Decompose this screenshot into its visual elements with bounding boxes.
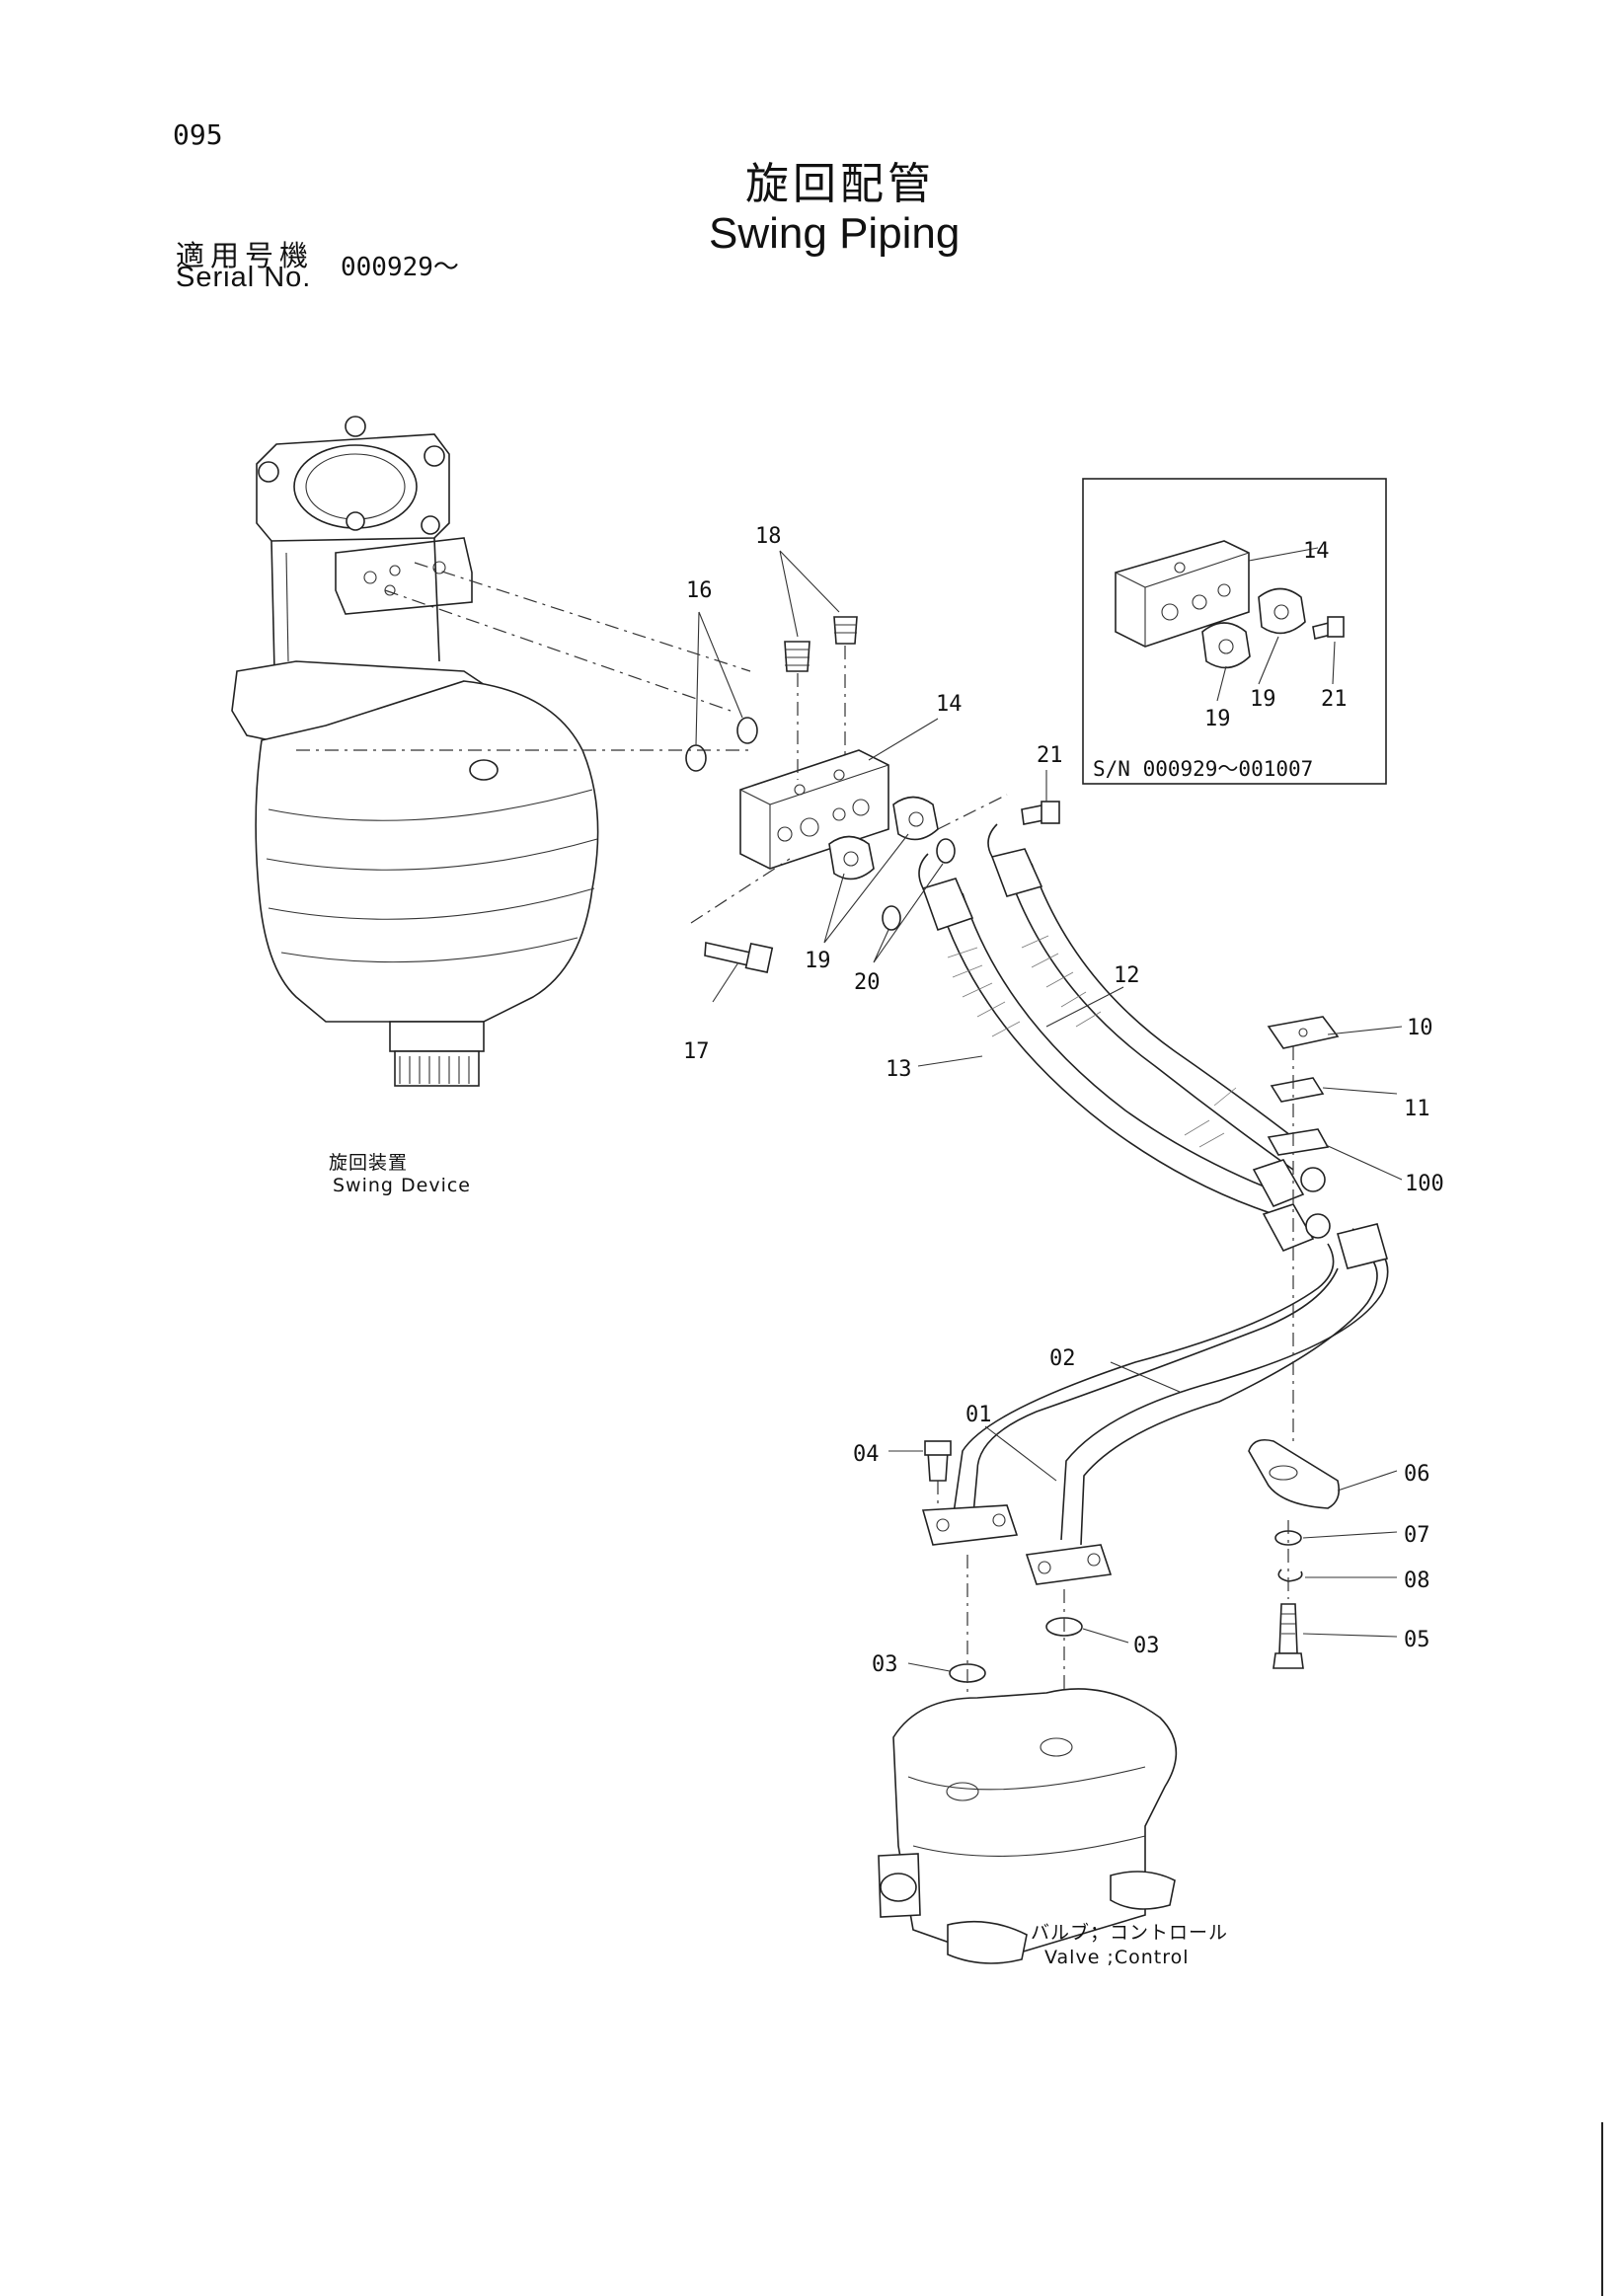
pipes: [921, 1016, 1389, 1797]
callout-label-03: 03: [1133, 1634, 1160, 1658]
callout-label-02: 02: [1049, 1346, 1076, 1371]
callout-label-16: 16: [686, 578, 713, 603]
inset-callout-labels: 14 19 19 21: [1204, 539, 1348, 731]
callout-label-03: 03: [872, 1652, 898, 1677]
page-title-japanese: 旋回配管: [745, 159, 935, 209]
callout-label-100: 100: [1405, 1172, 1444, 1196]
page-number: 095: [173, 118, 223, 151]
inset-callout-label-21: 21: [1321, 687, 1348, 712]
swing-device-caption: Swing Device: [333, 1175, 471, 1196]
callout-label-01: 01: [965, 1403, 992, 1427]
inset-callout-label-19: 19: [1204, 707, 1231, 731]
serial-number-value: 000929～: [341, 253, 459, 282]
serial-label: Serial No.: [176, 262, 312, 293]
port-block-assembly: [685, 616, 1060, 973]
control-valve-caption: Valve ;Control: [1044, 1947, 1190, 1968]
leader-lines: [695, 547, 1403, 1672]
serial-label-japanese: 適用号機: [176, 239, 315, 272]
callout-label-13: 13: [886, 1057, 912, 1082]
page-title: Swing Piping: [709, 209, 961, 258]
hoses: [918, 823, 1331, 1253]
callout-label-17: 17: [683, 1039, 710, 1064]
swing-device-caption-japanese: 旋回装置: [329, 1152, 409, 1174]
callout-label-14: 14: [936, 692, 963, 717]
callout-label-21: 21: [1037, 743, 1063, 768]
inset-serial-range: S/N 000929～001007: [1093, 757, 1314, 781]
callout-label-07: 07: [1404, 1523, 1430, 1548]
callout-label-20: 20: [854, 970, 881, 995]
callout-label-05: 05: [1404, 1628, 1430, 1652]
callout-label-08: 08: [1404, 1569, 1430, 1593]
callout-label-11: 11: [1404, 1097, 1430, 1121]
callout-label-06: 06: [1404, 1462, 1430, 1487]
inset-callout-label-19: 19: [1250, 687, 1276, 712]
page-edge-line: [1601, 2122, 1603, 2296]
callout-labels: 18 16 14 21 19 20 17 12 13 10 11 100 02 01 04 06 07 08 03 0…: [683, 524, 1444, 1677]
control-valve-illustration: [878, 1688, 1178, 1964]
inset-detail: [1082, 478, 1387, 785]
callout-label-19: 19: [805, 949, 831, 973]
callout-label-18: 18: [755, 524, 782, 549]
callout-label-10: 10: [1407, 1016, 1433, 1040]
callout-label-04: 04: [853, 1442, 880, 1467]
control-valve-caption-japanese: バルブ；コントロール: [1031, 1922, 1229, 1944]
inset-callout-label-14: 14: [1303, 539, 1330, 564]
swing-device-illustration: [231, 416, 751, 1087]
callout-label-12: 12: [1114, 963, 1140, 988]
